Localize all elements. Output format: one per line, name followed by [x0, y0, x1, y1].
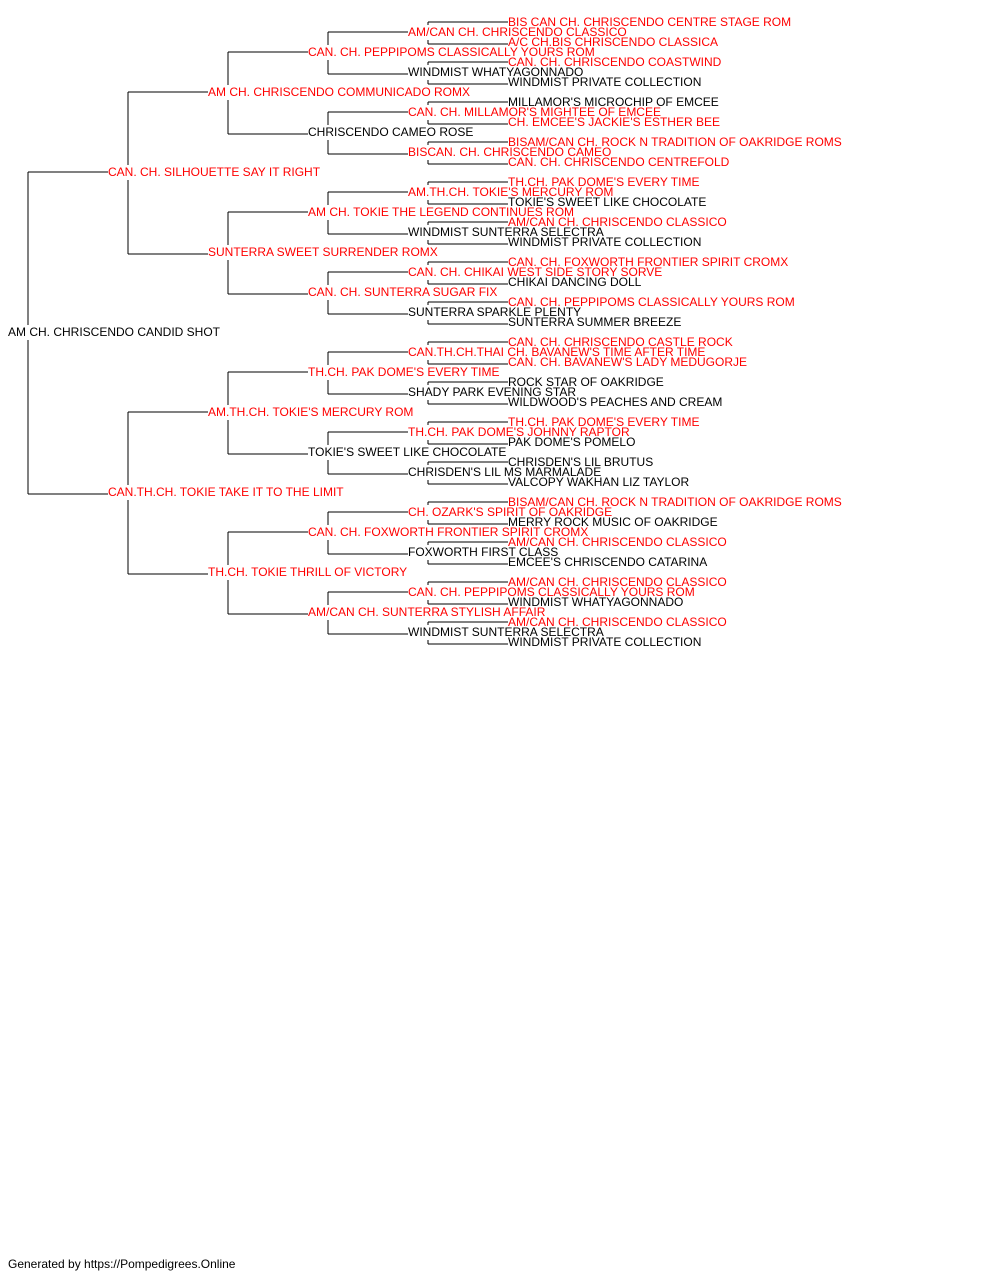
gg-grandparent-name: CAN. CH. MILLAMOR'S MIGHTEE OF EMCEE — [408, 105, 661, 119]
undefined-name: CAN. CH. CHRISCENDO COASTWIND — [508, 55, 722, 69]
undefined-name: A/C CH.BIS CHRISCENDO CLASSICA — [508, 35, 719, 49]
great-grandparent-name: CAN. CH. SUNTERRA SUGAR FIX — [308, 285, 498, 299]
undefined-name: TH.CH. PAK DOME'S EVERY TIME — [508, 175, 700, 189]
undefined-name: CAN. CH. BAVANEW'S LADY MEDUGORJE — [508, 355, 747, 369]
undefined-name: WINDMIST PRIVATE COLLECTION — [508, 75, 702, 89]
undefined-name: WINDMIST WHATYAGONNADO — [508, 595, 684, 609]
gg-grandparent-name: CHRISDEN'S LIL MS MARMALADE — [408, 465, 602, 479]
undefined-name: CHRISDEN'S LIL BRUTUS — [508, 455, 654, 469]
undefined-name: AM/CAN CH. CHRISCENDO CLASSICO — [508, 535, 727, 549]
undefined-name: SUNTERRA SUMMER BREEZE — [508, 315, 682, 329]
gg-grandparent-name: TH.CH. PAK DOME'S JOHNNY RAPTOR — [408, 425, 630, 439]
undefined-name: BISAM/CAN CH. ROCK N TRADITION OF OAKRID… — [508, 495, 842, 509]
parent-name: CAN. CH. SILHOUETTE SAY IT RIGHT — [108, 165, 321, 179]
gg-grandparent-name: WINDMIST WHATYAGONNADO — [408, 65, 584, 79]
undefined-name: CAN. CH. PEPPIPOMS CLASSICALLY YOURS ROM — [508, 295, 795, 309]
gg-grandparent-name: WINDMIST SUNTERRA SELECTRA — [408, 625, 604, 639]
undefined-name: TOKIE'S SWEET LIKE CHOCOLATE — [508, 195, 707, 209]
gg-grandparent-name: SUNTERRA SPARKLE PLENTY — [408, 305, 582, 319]
gg-grandparent-name: CAN.TH.CH.THAI CH. BAVANEW'S TIME AFTER … — [408, 345, 706, 359]
undefined-name: AM/CAN CH. CHRISCENDO CLASSICO — [508, 215, 727, 229]
undefined-name: BIS CAN CH. CHRISCENDO CENTRE STAGE ROM — [508, 15, 792, 29]
subject-name: AM CH. CHRISCENDO CANDID SHOT — [8, 325, 221, 339]
undefined-name: PAK DOME'S POMELO — [508, 435, 636, 449]
undefined-name: WILDWOOD'S PEACHES AND CREAM — [508, 395, 723, 409]
gg-grandparent-name: FOXWORTH FIRST CLASS — [408, 545, 559, 559]
generated-by-footer: Generated by https://Pompedigrees.Online — [8, 1257, 236, 1271]
undefined-name: AM/CAN CH. CHRISCENDO CLASSICO — [508, 615, 727, 629]
gg-grandparent-name: AM.TH.CH. TOKIE'S MERCURY ROM — [408, 185, 614, 199]
undefined-name: MILLAMOR'S MICROCHIP OF EMCEE — [508, 95, 719, 109]
undefined-name: CHIKAI DANCING DOLL — [508, 275, 642, 289]
gg-grandparent-name: CAN. CH. CHIKAI WEST SIDE STORY SORVE — [408, 265, 663, 279]
undefined-name: BISAM/CAN CH. ROCK N TRADITION OF OAKRID… — [508, 135, 842, 149]
great-grandparent-name: TOKIE'S SWEET LIKE CHOCOLATE — [308, 445, 507, 459]
undefined-name: AM/CAN CH. CHRISCENDO CLASSICO — [508, 575, 727, 589]
undefined-name: WINDMIST PRIVATE COLLECTION — [508, 635, 702, 649]
undefined-name: MERRY ROCK MUSIC OF OAKRIDGE — [508, 515, 718, 529]
great-grandparent-name: CAN. CH. FOXWORTH FRONTIER SPIRIT CROMX — [308, 525, 589, 539]
undefined-name: CAN. CH. CHRISCENDO CASTLE ROCK — [508, 335, 733, 349]
gg-grandparent-name: BISCAN. CH. CHRISCENDO CAMEO — [408, 145, 612, 159]
undefined-name: ROCK STAR OF OAKRIDGE — [508, 375, 664, 389]
gg-grandparent-name: WINDMIST SUNTERRA SELECTRA — [408, 225, 604, 239]
undefined-name: EMCEE'S CHRISCENDO CATARINA — [508, 555, 708, 569]
grandparent-name: SUNTERRA SWEET SURRENDER ROMX — [208, 245, 438, 259]
great-grandparent-name: AM/CAN CH. SUNTERRA STYLISH AFFAIR — [308, 605, 546, 619]
undefined-name: CH. EMCEE'S JACKIE'S ESTHER BEE — [508, 115, 720, 129]
parent-name: CAN.TH.CH. TOKIE TAKE IT TO THE LIMIT — [108, 485, 344, 499]
undefined-name: WINDMIST PRIVATE COLLECTION — [508, 235, 702, 249]
gg-grandparent-name: SHADY PARK EVENING STAR — [408, 385, 577, 399]
undefined-name: CAN. CH. FOXWORTH FRONTIER SPIRIT CROMX — [508, 255, 789, 269]
great-grandparent-name: CAN. CH. PEPPIPOMS CLASSICALLY YOURS ROM — [308, 45, 595, 59]
gg-grandparent-name: AM/CAN CH. CHRISCENDO CLASSICO — [408, 25, 627, 39]
undefined-name: VALCOPY WAKHAN LIZ TAYLOR — [508, 475, 690, 489]
undefined-name: CAN. CH. CHRISCENDO CENTREFOLD — [508, 155, 730, 169]
gg-grandparent-name: CAN. CH. PEPPIPOMS CLASSICALLY YOURS ROM — [408, 585, 695, 599]
great-grandparent-name: TH.CH. PAK DOME'S EVERY TIME — [308, 365, 500, 379]
undefined-name: TH.CH. PAK DOME'S EVERY TIME — [508, 415, 700, 429]
grandparent-name: AM CH. CHRISCENDO COMMUNICADO ROMX — [208, 85, 471, 99]
great-grandparent-name: CHRISCENDO CAMEO ROSE — [308, 125, 474, 139]
great-grandparent-name: AM CH. TOKIE THE LEGEND CONTINUES ROM — [308, 205, 575, 219]
grandparent-name: AM.TH.CH. TOKIE'S MERCURY ROM — [208, 405, 414, 419]
gg-grandparent-name: CH. OZARK'S SPIRIT OF OAKRIDGE — [408, 505, 613, 519]
grandparent-name: TH.CH. TOKIE THRILL OF VICTORY — [208, 565, 408, 579]
